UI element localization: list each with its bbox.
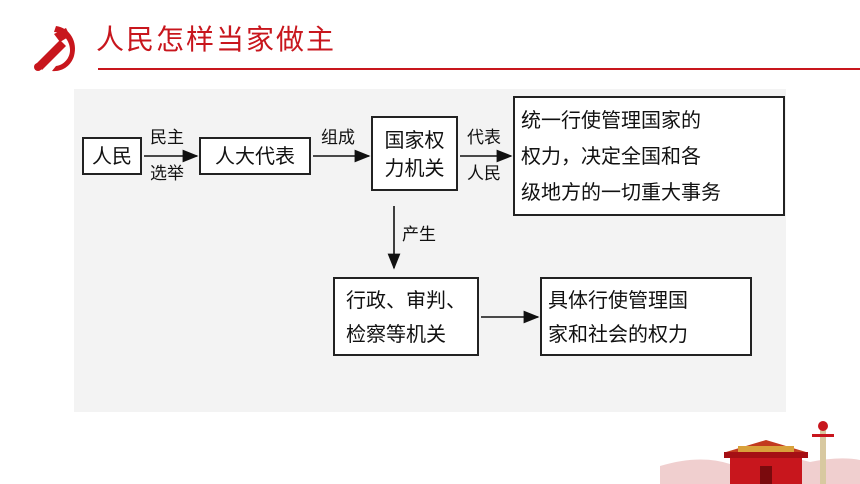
edge-label-elect-bottom: 选举: [150, 164, 184, 184]
party-emblem-icon: [34, 26, 76, 72]
edge-label-represent-bottom: 人民: [467, 164, 501, 184]
node-people: 人民: [82, 137, 142, 175]
tiananmen-decoration-icon: [660, 421, 860, 484]
edge-label-produce: 产生: [402, 225, 436, 245]
header-divider: [98, 68, 860, 70]
edge-label-represent-top: 代表: [467, 128, 501, 148]
edge-label-elect-top: 民主: [150, 128, 184, 148]
node-other-state-organs: 行政、审判、 检察等机关: [333, 277, 479, 356]
node-specific-power: 具体行使管理国 家和社会的权力: [540, 277, 752, 356]
node-state-power-organ: 国家权 力机关: [371, 116, 458, 191]
edge-label-compose: 组成: [321, 128, 355, 148]
node-npc-deputies: 人大代表: [199, 137, 311, 175]
page-title: 人民怎样当家做主: [96, 23, 337, 56]
node-power-description: 统一行使管理国家的 权力，决定全国和各 级地方的一切重大事务: [513, 96, 785, 216]
